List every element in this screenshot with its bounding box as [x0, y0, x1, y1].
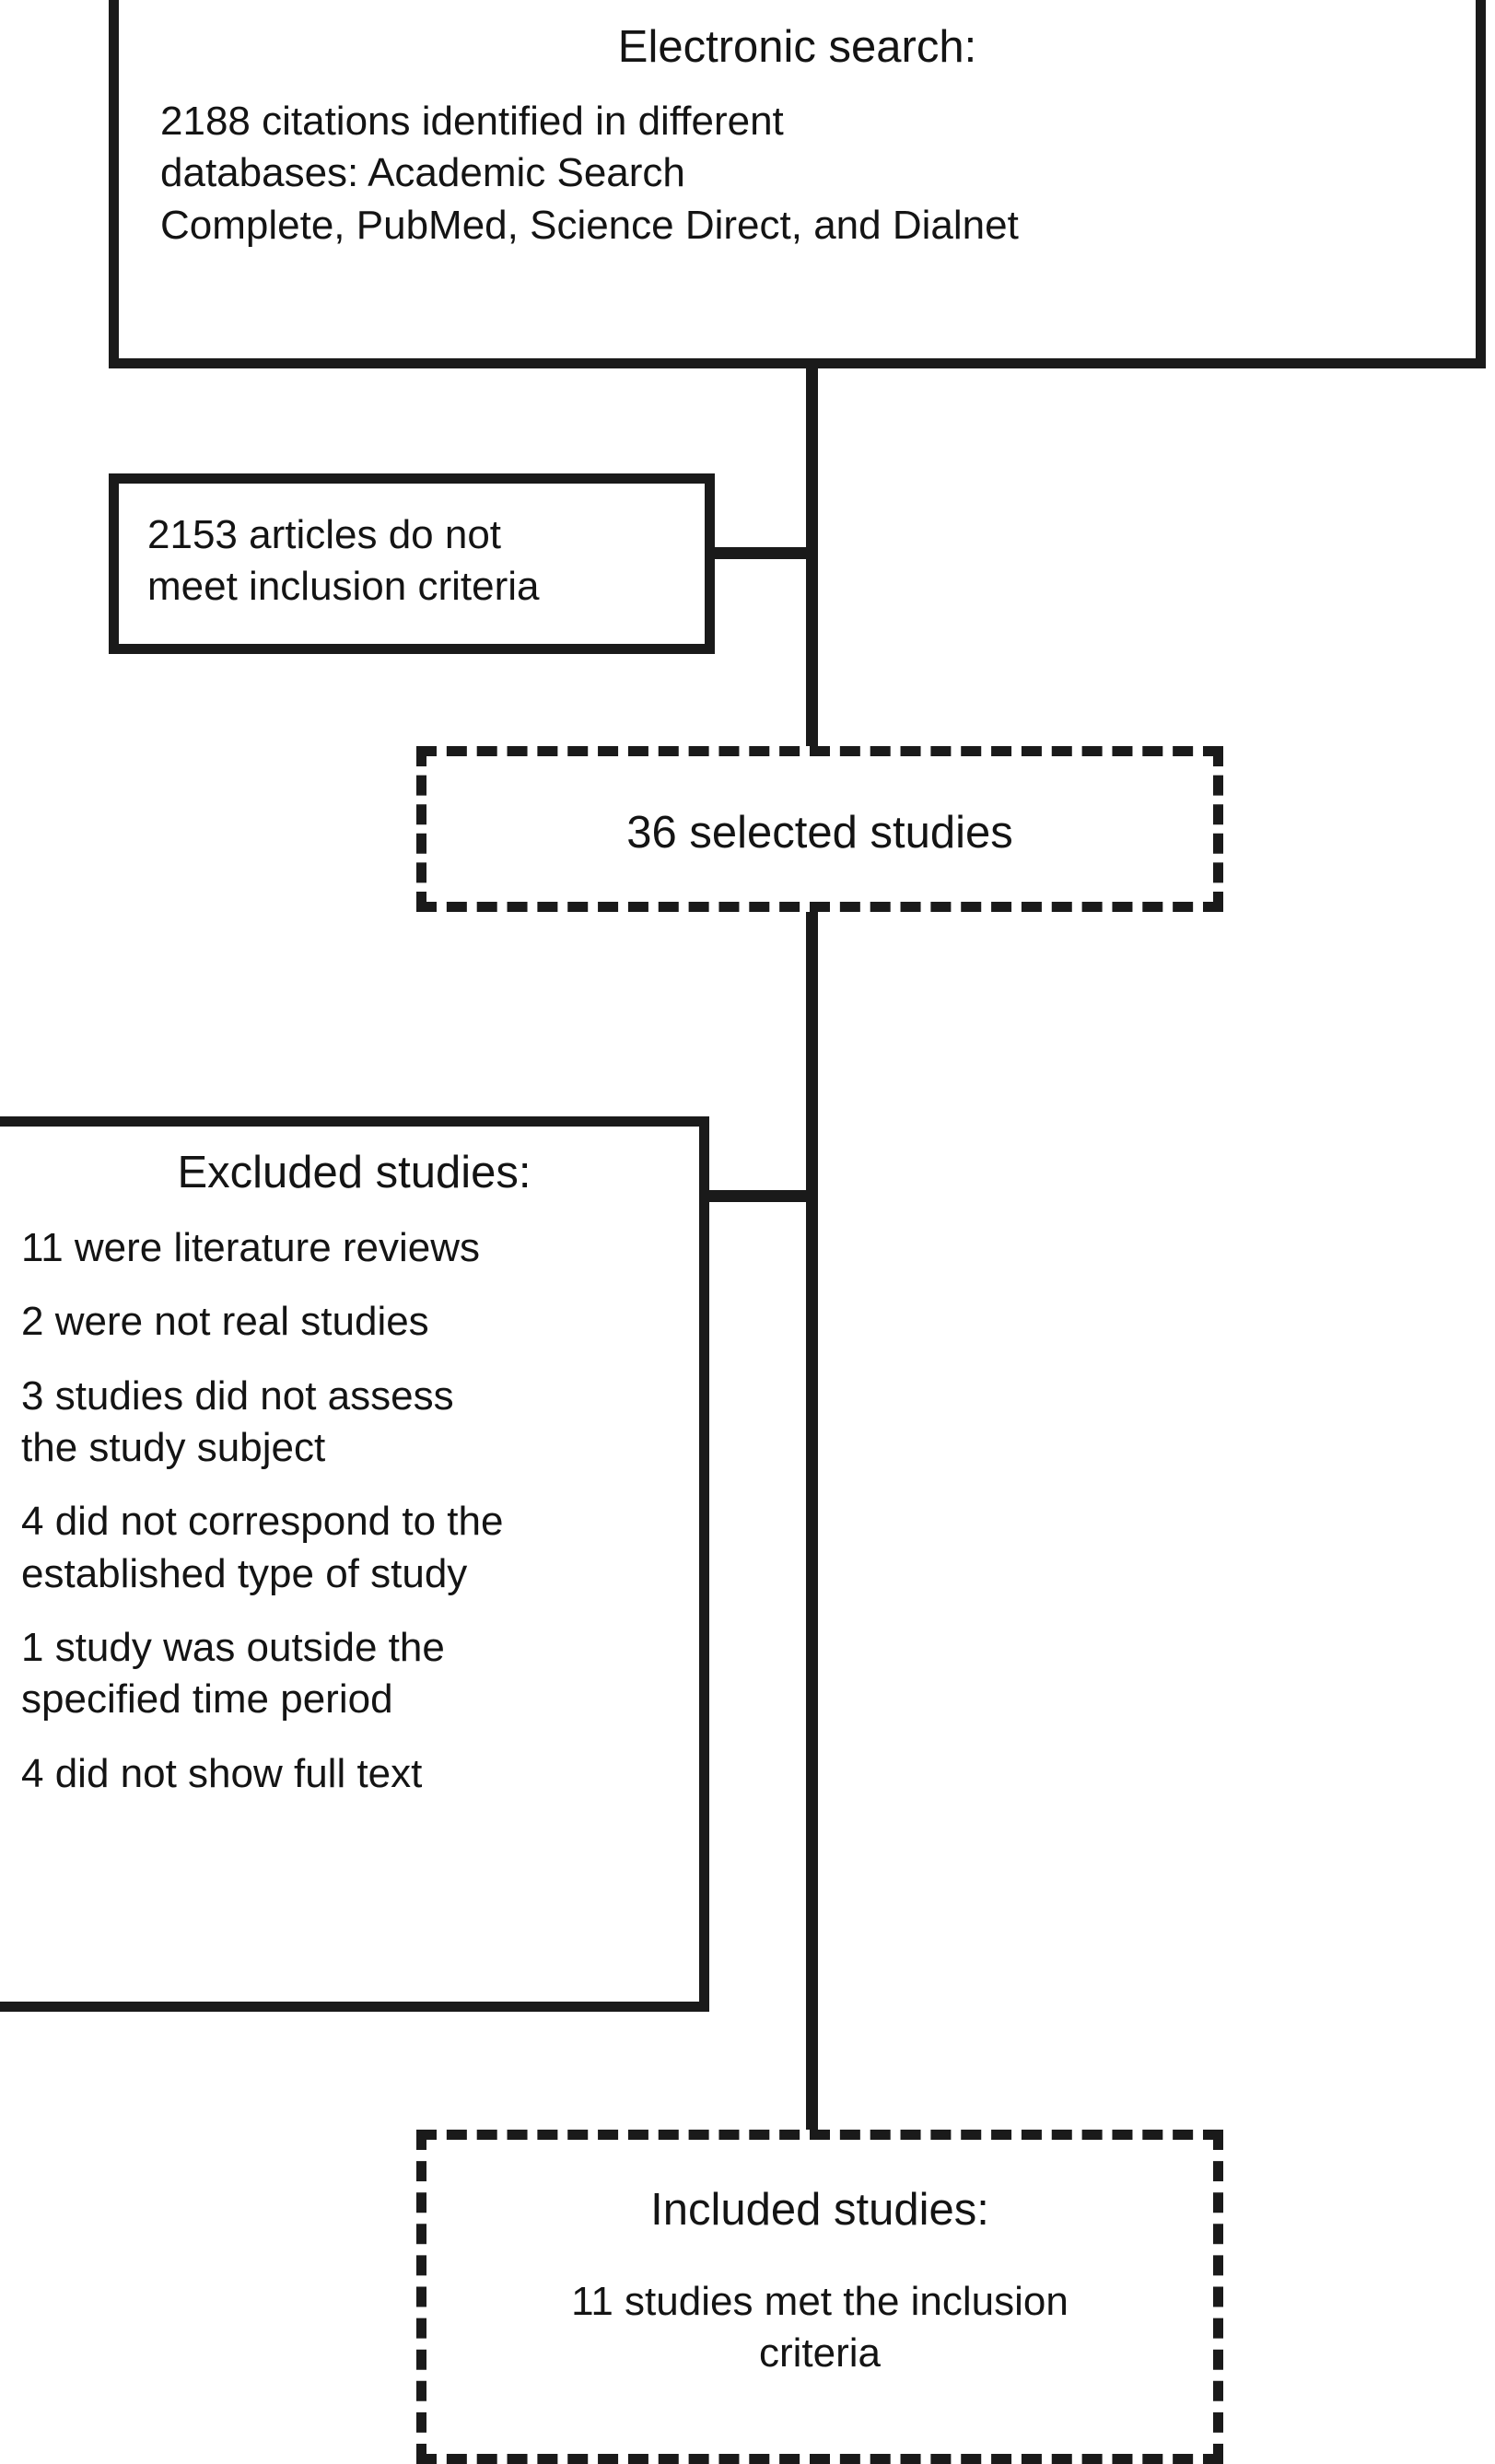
node-not-meet-inclusion-criteria: 2153 articles do not meet inclusion crit…	[109, 473, 715, 654]
node-electronic-search: Electronic search: 2188 citations identi…	[109, 0, 1486, 368]
excluded-list-item: 3 studies did not assess the study subje…	[21, 1372, 454, 1470]
selected-studies-title: 36 selected studies	[626, 808, 1013, 858]
electronic-search-body: 2188 citations identified in different d…	[160, 99, 1019, 248]
electronic-search-title: Electronic search:	[617, 22, 977, 72]
excluded-list-item: 4 did not show full text	[21, 1750, 423, 1796]
node-excluded-studies-inner: Excluded studies: 11 were literature rev…	[0, 1127, 699, 2002]
excluded-studies-list: 11 were literature reviews 2 were not re…	[21, 1222, 686, 1822]
node-electronic-search-inner: Electronic search: 2188 citations identi…	[119, 0, 1476, 358]
node-included-studies-inner: Included studies: 11 studies met the inc…	[426, 2140, 1213, 2454]
node-selected-studies-inner: 36 selected studies	[426, 756, 1213, 902]
excluded-list-item: 2 were not real studies	[21, 1299, 429, 1345]
connector-branch-to-excluded-studies	[699, 1190, 812, 1202]
connector-search-to-selected	[806, 368, 818, 752]
connector-branch-to-not-meet-criteria	[705, 547, 811, 559]
excluded-list-item: 11 were literature reviews	[21, 1225, 481, 1270]
node-included-studies: Included studies: 11 studies met the inc…	[416, 2130, 1223, 2464]
node-excluded-studies: Excluded studies: 11 were literature rev…	[0, 1116, 709, 2012]
node-not-meet-inclusion-criteria-inner: 2153 articles do not meet inclusion crit…	[119, 484, 705, 644]
excluded-studies-title: Excluded studies:	[177, 1148, 531, 1197]
included-studies-title: Included studies:	[650, 2185, 989, 2235]
excluded-list-item: 1 study was outside the specified time p…	[21, 1624, 445, 1722]
connector-selected-to-included	[806, 906, 818, 2135]
node-selected-studies: 36 selected studies	[416, 746, 1223, 912]
excluded-list-item: 4 did not correspond to the established …	[21, 1499, 504, 1596]
included-studies-body: 11 studies met the inclusion criteria	[571, 2279, 1069, 2376]
not-meet-criteria-body: 2153 articles do not meet inclusion crit…	[147, 512, 540, 610]
